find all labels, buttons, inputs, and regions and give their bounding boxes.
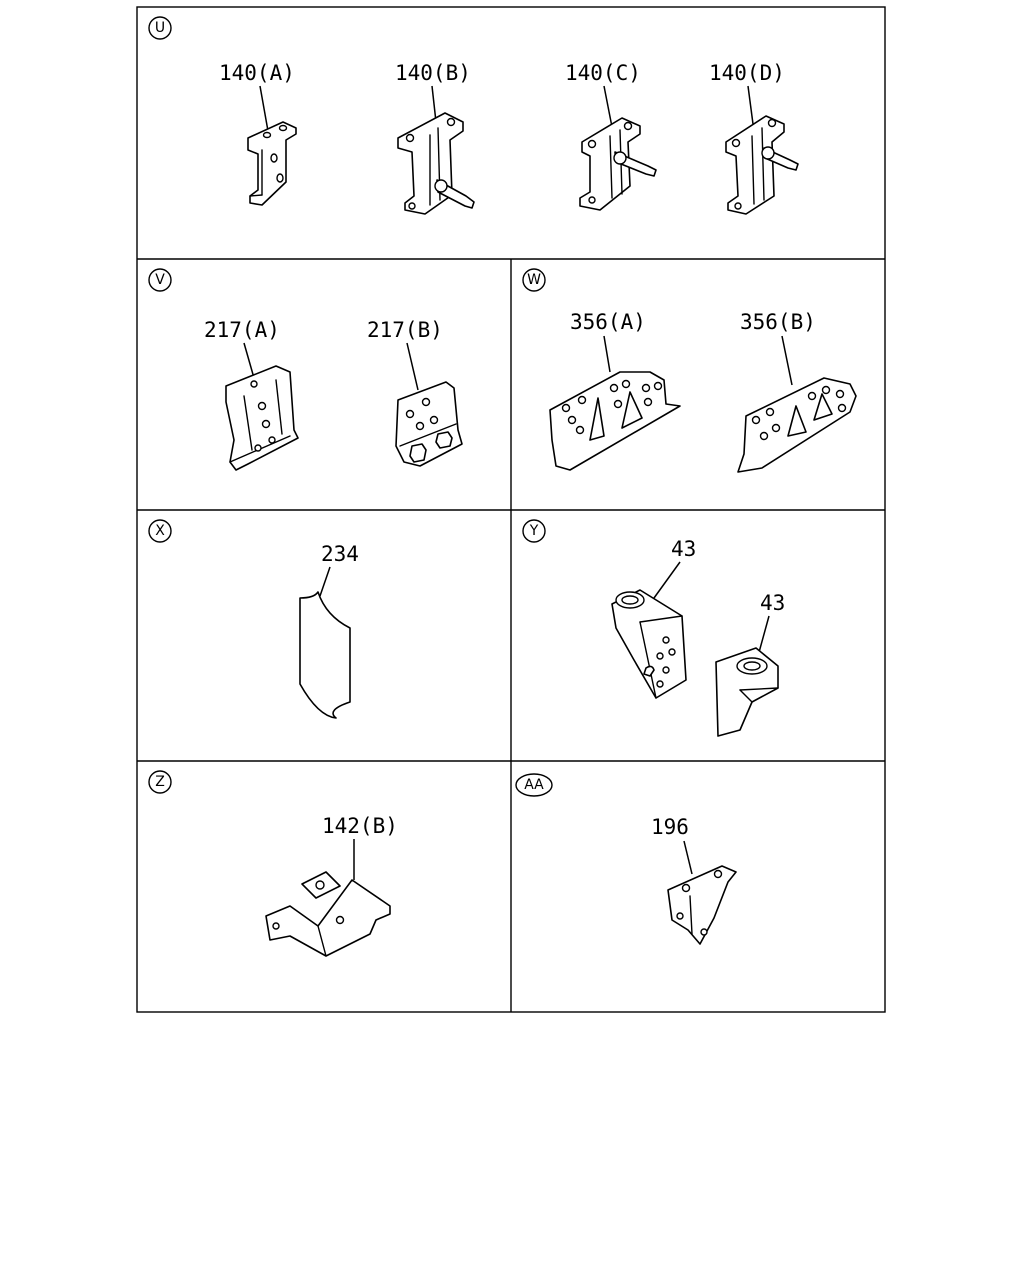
callout-217b: 217(B) <box>367 318 443 342</box>
part-217a: 217(A) <box>204 318 299 471</box>
part-43-upper: 43 <box>611 537 696 699</box>
section-badge-z: Z <box>148 770 172 794</box>
section-w: W 356(A) 356(B) <box>522 268 857 473</box>
callout-140b: 140(B) <box>395 61 471 85</box>
part-142b: 142(B) <box>265 814 398 957</box>
callout-140a: 140(A) <box>219 61 295 85</box>
section-z: Z 142(B) <box>148 770 398 957</box>
callout-140d: 140(D) <box>709 61 785 85</box>
section-badge-w: W <box>522 268 546 292</box>
section-badge-u: U <box>148 16 172 40</box>
part-356a: 356(A) <box>549 310 681 471</box>
section-u: U 140(A) 140(B) <box>148 16 799 215</box>
callout-217a: 217(A) <box>204 318 280 342</box>
part-140a: 140(A) <box>219 61 297 206</box>
callout-142b: 142(B) <box>322 814 398 838</box>
callout-140c: 140(C) <box>565 61 641 85</box>
callout-43-lower: 43 <box>760 591 785 615</box>
svg-text:V: V <box>155 272 165 288</box>
grid-frame <box>136 6 886 1013</box>
section-aa: AA 196 <box>515 773 737 945</box>
part-234: 234 <box>299 542 359 719</box>
callout-234: 234 <box>321 542 359 566</box>
callout-196: 196 <box>651 815 689 839</box>
part-140d: 140(D) <box>709 61 799 215</box>
svg-text:Y: Y <box>529 523 539 539</box>
svg-text:W: W <box>527 272 541 288</box>
callout-356a: 356(A) <box>570 310 646 334</box>
svg-text:Z: Z <box>155 774 165 790</box>
svg-text:X: X <box>155 523 165 539</box>
section-v: V 217(A) 217(B) <box>148 268 463 471</box>
svg-text:AA: AA <box>524 777 544 793</box>
section-badge-y: Y <box>522 519 546 543</box>
part-140c: 140(C) <box>565 61 657 211</box>
section-badge-v: V <box>148 268 172 292</box>
part-196: 196 <box>651 815 737 945</box>
section-y: Y 43 43 <box>522 519 785 737</box>
part-140b: 140(B) <box>395 61 475 215</box>
section-x: X 234 <box>148 519 359 719</box>
callout-356b: 356(B) <box>740 310 816 334</box>
part-43-lower: 43 <box>715 591 785 737</box>
part-356b: 356(B) <box>737 310 857 473</box>
part-217b: 217(B) <box>367 318 463 467</box>
section-badge-x: X <box>148 519 172 543</box>
section-badge-aa: AA <box>515 773 553 797</box>
callout-43-upper: 43 <box>671 537 696 561</box>
svg-text:U: U <box>155 20 165 36</box>
